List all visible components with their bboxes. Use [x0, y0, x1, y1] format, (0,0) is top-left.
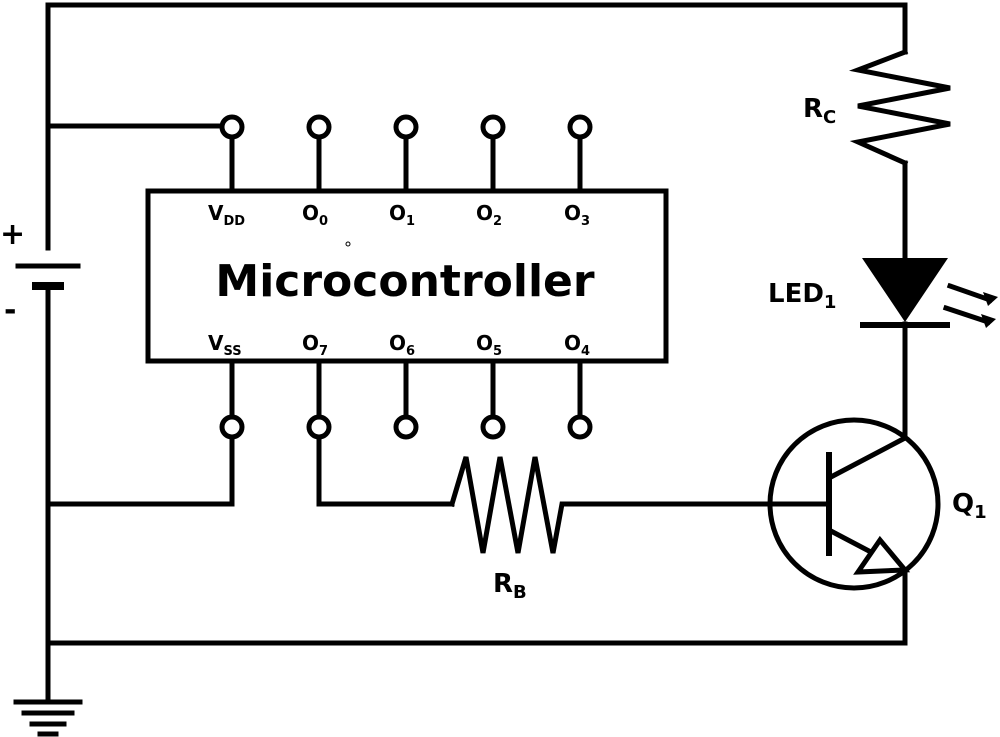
collector-lead: [827, 435, 907, 481]
battery-plus-label: +: [0, 217, 25, 252]
pin-label-o7: O7: [302, 331, 328, 359]
resistor-icon: [448, 456, 579, 554]
led-triangle: [862, 258, 948, 322]
resistor-rc: RC: [803, 48, 951, 167]
pin-terminal: [306, 414, 332, 440]
pin-terminal: [219, 114, 245, 140]
npn-transistor-icon: Q1: [767, 417, 987, 591]
pin-terminal: [393, 414, 419, 440]
q1-label: Q1: [952, 489, 987, 523]
chip-body: [145, 188, 669, 364]
pin-label-o2: O2: [476, 201, 502, 229]
bottom-wire: [45, 567, 908, 646]
battery-minus-label: -: [4, 293, 16, 328]
chip-dot: [345, 241, 351, 247]
wiring: [45, 2, 908, 705]
ground-icon: [13, 699, 83, 737]
top-pin-leads: [229, 134, 583, 194]
pin-label-o6: O6: [389, 331, 415, 359]
rb-label: RB: [493, 569, 527, 603]
led-label: LED1: [768, 279, 836, 313]
pin-terminal: [219, 414, 245, 440]
pin-terminal: [480, 114, 506, 140]
vss-wire: [45, 434, 235, 507]
pin-label-o4: O4: [564, 331, 590, 359]
pin-label-o1: O1: [389, 201, 415, 229]
pin-terminal: [480, 414, 506, 440]
bottom-pin-terminals: [219, 414, 593, 440]
o7-wire: [316, 434, 455, 507]
led-icon: LED1: [768, 258, 998, 328]
emitter-arrow: [853, 535, 911, 575]
top-pin-terminals: [219, 114, 593, 140]
pin-label-vdd: VDD: [208, 201, 245, 229]
pin-label-o0: O0: [302, 201, 328, 229]
microcontroller-chip: Microcontroller: [145, 114, 669, 440]
pin-label-o5: O5: [476, 331, 502, 359]
pin-terminal: [567, 114, 593, 140]
chip-title: Microcontroller: [215, 256, 594, 307]
battery-icon: + -: [0, 217, 81, 328]
resistor-rb: RB: [448, 456, 579, 603]
pin-terminal: [306, 114, 332, 140]
rc-label: RC: [803, 94, 836, 128]
light-arrows-icon: [942, 282, 998, 328]
pin-terminal: [393, 114, 419, 140]
pin-label-o3: O3: [564, 201, 590, 229]
bottom-pin-leads: [229, 358, 583, 420]
pin-label-vss: VSS: [208, 331, 242, 359]
pin-terminal: [567, 414, 593, 440]
resistor-icon: [848, 48, 951, 167]
